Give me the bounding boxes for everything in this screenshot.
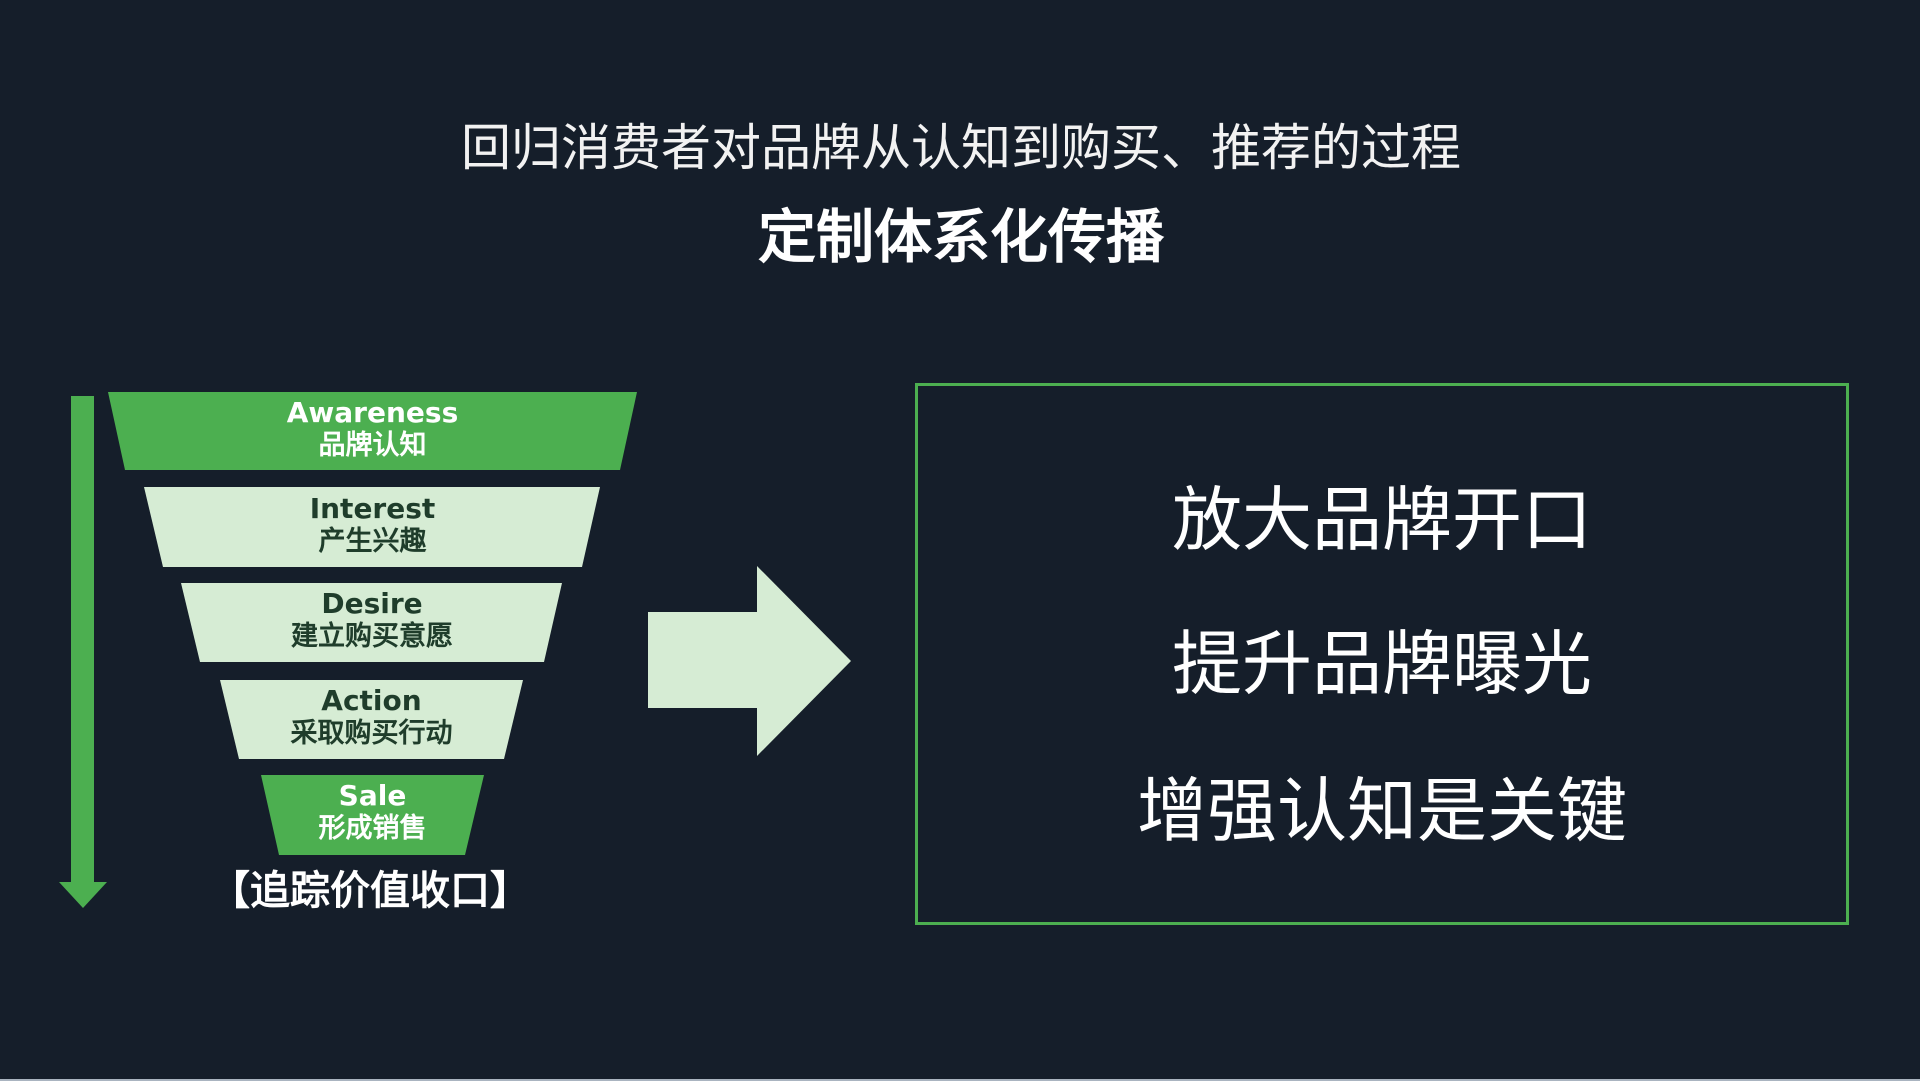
stage-en: Sale [338, 779, 407, 812]
stage-action-label: Action 采取购买行动 [220, 684, 523, 750]
stage-en: Interest [309, 492, 436, 525]
stage-interest-label: Interest 产生兴趣 [163, 492, 582, 558]
stage-zh: 建立购买意愿 [291, 620, 453, 652]
stage-desire-label: Desire 建立购买意愿 [200, 587, 544, 653]
stage-sale-label: Sale 形成销售 [261, 779, 484, 845]
stage-zh: 形成销售 [318, 812, 427, 844]
down-arrow-icon [59, 396, 107, 908]
bottom-edge [0, 1079, 1920, 1081]
stage-en: Desire [321, 587, 423, 620]
funnel-stage-sale [261, 775, 484, 855]
stage-awareness-label: Awareness 品牌认知 [125, 396, 620, 462]
closing-label: 【追踪价值收口】 [210, 868, 530, 914]
funnel-stage-awareness [108, 392, 637, 470]
funnel-stage-desire [181, 583, 562, 662]
stage-en: Awareness [286, 396, 459, 429]
stage-zh: 产生兴趣 [318, 525, 427, 557]
funnel-stage-interest [144, 487, 600, 567]
funnel-stage-action [220, 680, 523, 759]
stage-zh: 品牌认知 [318, 429, 427, 461]
stage-en: Action [321, 684, 422, 717]
key-points-box: 放大品牌开口 提升品牌曝光 增强认知是关键 [915, 383, 1849, 925]
page-title: 定制体系化传播 [757, 203, 1164, 271]
key-point: 放大品牌开口 [1172, 479, 1592, 561]
stage-zh: 采取购买行动 [290, 717, 453, 749]
key-point: 增强认知是关键 [1137, 770, 1627, 852]
right-arrow-icon [648, 566, 851, 756]
subtitle: 回归消费者对品牌从认知到购买、推荐的过程 [461, 119, 1461, 177]
key-point: 提升品牌曝光 [1172, 623, 1592, 705]
